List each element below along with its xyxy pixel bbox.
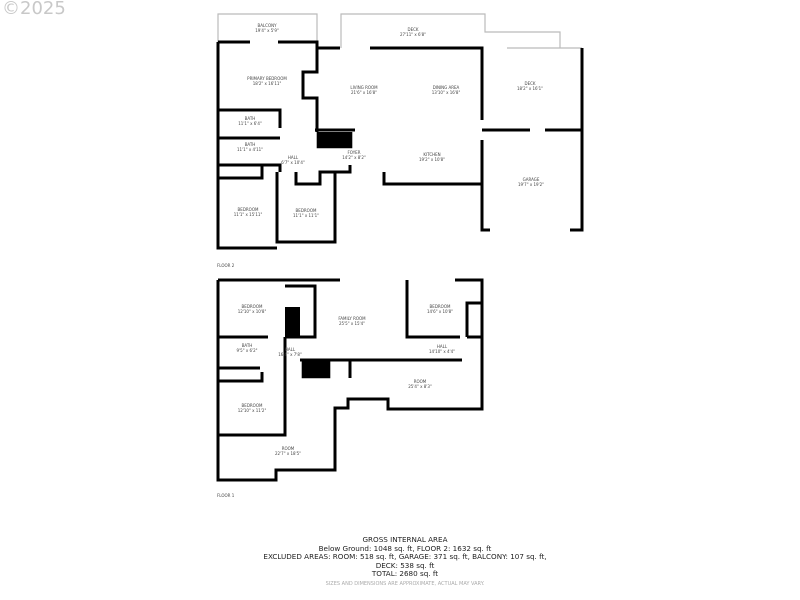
summary-disclaimer: SIZES AND DIMENSIONS ARE APPROXIMATE, AC… (325, 580, 485, 587)
exterior-decks-outline (217, 13, 582, 49)
summary-line-4: TOTAL: 2680 sq. ft (371, 569, 439, 579)
floor-2-label: FLOOR 2 (217, 263, 235, 268)
floor-1-label: FLOOR 1 (217, 493, 235, 498)
summary-line-2: EXCLUDED AREAS: ROOM: 518 sq. ft, GARAGE… (263, 552, 547, 562)
floor-1-stairs (301, 360, 331, 379)
floor-2-stairs (316, 132, 353, 149)
floor-2-walls (216, 40, 584, 250)
summary-line-3: DECK: 538 sq. ft (375, 560, 435, 570)
floor-1-fireplace-block (285, 307, 300, 337)
summary-line-1: Below Ground: 1048 sq. ft, FLOOR 2: 1632… (318, 543, 492, 553)
summary-title: GROSS INTERNAL AREA (362, 535, 448, 544)
copyright-watermark: ©2025 (2, 0, 66, 19)
area-summary: GROSS INTERNAL AREA Below Ground: 1048 s… (250, 535, 560, 589)
